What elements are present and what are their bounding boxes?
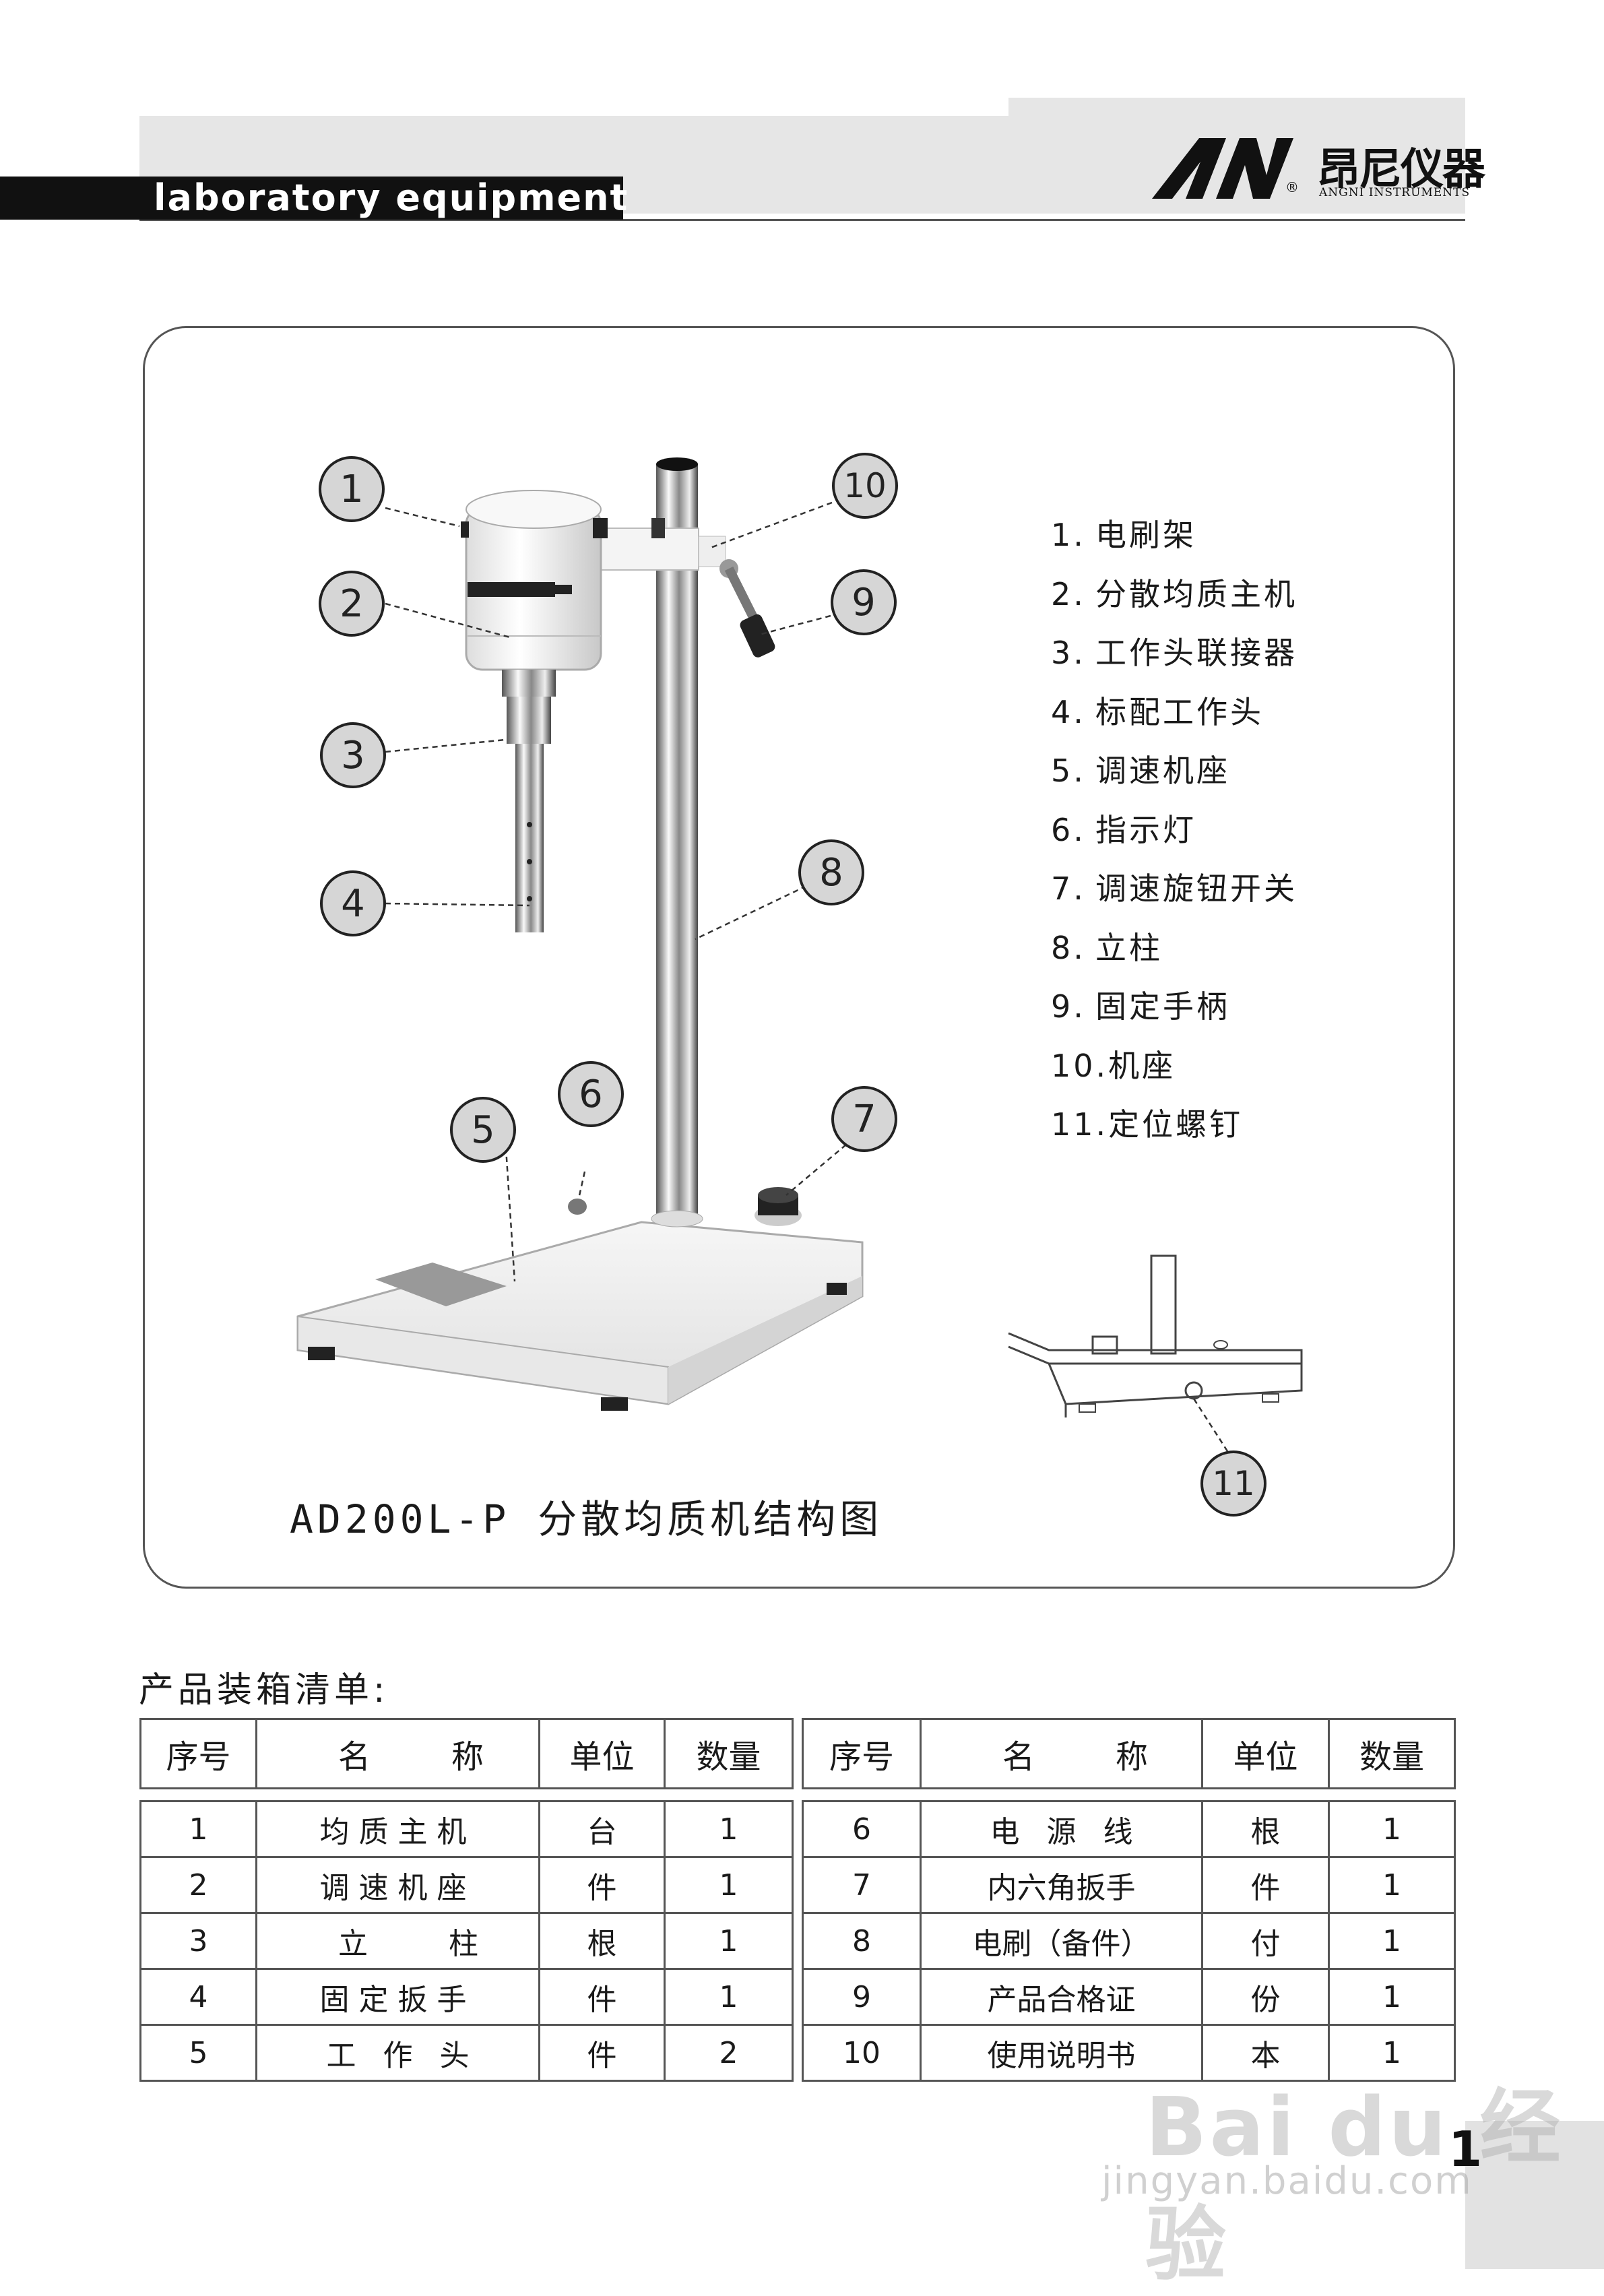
table-row: 1 均质主机 台 1 bbox=[141, 1801, 793, 1857]
header-no: 序号 bbox=[141, 1719, 257, 1789]
callout-7: 7 bbox=[831, 1086, 897, 1152]
inset-base-detail bbox=[1008, 1256, 1302, 1417]
watermark-url: jingyan.baidu.com bbox=[1101, 2159, 1473, 2203]
legend-item: 2.分散均质主机 bbox=[1051, 570, 1297, 629]
callout-6: 6 bbox=[558, 1061, 624, 1127]
legend-item: 11.定位螺钉 bbox=[1051, 1100, 1297, 1159]
packing-list-title: 产品装箱清单: bbox=[139, 1661, 389, 1712]
table-row: 7 内六角扳手 件 1 bbox=[803, 1857, 1455, 1913]
legend-item: 10.机座 bbox=[1051, 1042, 1297, 1101]
header-unit: 单位 bbox=[540, 1719, 665, 1789]
table-header-row: 序号 名称 单位 数量 bbox=[141, 1719, 793, 1789]
table-row: 5 工作头 件 2 bbox=[141, 2025, 793, 2081]
angni-logo-icon bbox=[1152, 135, 1293, 202]
callout-10: 10 bbox=[832, 453, 898, 519]
table-row: 2 调速机座 件 1 bbox=[141, 1857, 793, 1913]
legend-item: 1.电刷架 bbox=[1051, 511, 1297, 570]
table-row: 4 固定扳手 件 1 bbox=[141, 1969, 793, 2025]
callout-5: 5 bbox=[450, 1097, 516, 1163]
table-row: 9 产品合格证 份 1 bbox=[803, 1969, 1455, 2025]
legend-item: 3.工作头联接器 bbox=[1051, 629, 1297, 688]
parts-legend: 1.电刷架 2.分散均质主机 3.工作头联接器 4.标配工作头 5.调速机座 6… bbox=[1051, 511, 1297, 1159]
legend-item: 9.固定手柄 bbox=[1051, 982, 1297, 1042]
diagram-caption: AD200L-P 分散均质机结构图 bbox=[290, 1488, 883, 1544]
packing-table-left: 序号 名称 单位 数量 1 均质主机 台 1 2 调速机座 件 1 3 立柱 根… bbox=[139, 1718, 794, 2082]
header-qty: 数量 bbox=[1329, 1719, 1455, 1789]
legend-item: 5.调速机座 bbox=[1051, 746, 1297, 806]
legend-item: 4.标配工作头 bbox=[1051, 688, 1297, 747]
table-header-row: 序号 名称 单位 数量 bbox=[803, 1719, 1455, 1789]
fixing-handle bbox=[719, 559, 777, 659]
legend-item: 8.立柱 bbox=[1051, 924, 1297, 983]
table-row: 8 电刷（备件） 付 1 bbox=[803, 1913, 1455, 1969]
callout-11: 11 bbox=[1200, 1450, 1266, 1517]
brand-name-en: ANGNI INSTRUMENTS bbox=[1319, 186, 1470, 199]
header-no: 序号 bbox=[803, 1719, 921, 1789]
callout-1: 1 bbox=[319, 456, 385, 522]
speed-control-base bbox=[298, 1222, 862, 1411]
header-unit: 单位 bbox=[1202, 1719, 1329, 1789]
packing-table-right: 序号 名称 单位 数量 6 电源线 根 1 7 内六角扳手 件 1 8 电刷（备… bbox=[802, 1718, 1456, 2082]
indicator-light bbox=[568, 1199, 587, 1215]
speed-knob bbox=[755, 1187, 802, 1226]
header-name: 名称 bbox=[921, 1719, 1202, 1789]
callout-2: 2 bbox=[319, 571, 385, 637]
callout-8: 8 bbox=[798, 839, 864, 905]
table-row: 3 立柱 根 1 bbox=[141, 1913, 793, 1969]
logo-registered-mark: ® bbox=[1285, 179, 1299, 195]
header-name: 名称 bbox=[257, 1719, 540, 1789]
header-qty: 数量 bbox=[665, 1719, 793, 1789]
connector bbox=[502, 670, 556, 744]
work-head bbox=[515, 744, 544, 932]
callout-4: 4 bbox=[320, 870, 386, 936]
header-banner-text: laboratory equipment bbox=[154, 177, 629, 220]
column bbox=[651, 457, 703, 1227]
callout-3: 3 bbox=[320, 722, 386, 788]
legend-item: 7.调速旋钮开关 bbox=[1051, 864, 1297, 924]
callout-9: 9 bbox=[831, 569, 897, 635]
motor-housing bbox=[461, 490, 608, 670]
legend-item: 6.指示灯 bbox=[1051, 806, 1297, 865]
table-row: 6 电源线 根 1 bbox=[803, 1801, 1455, 1857]
